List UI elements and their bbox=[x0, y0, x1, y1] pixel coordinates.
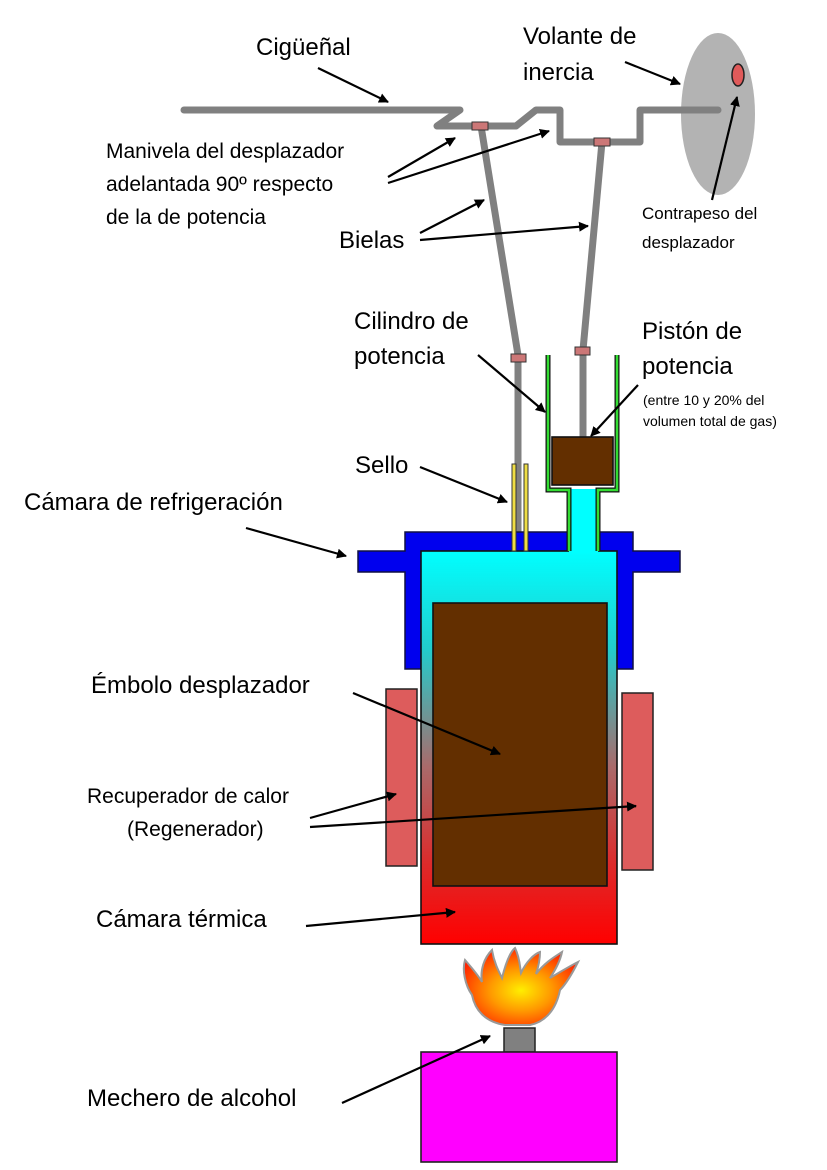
seal-left bbox=[511, 463, 517, 552]
arrow-seal bbox=[419, 465, 508, 504]
arrow-crank-2 bbox=[387, 129, 550, 185]
arrow-rods-2 bbox=[419, 221, 589, 242]
arrow-flywheel bbox=[624, 60, 681, 86]
label-crank-line3: de la de potencia bbox=[106, 206, 266, 229]
arrow-regenerator-1 bbox=[309, 791, 397, 820]
arrow-hot-chamber bbox=[305, 907, 456, 928]
bearing bbox=[593, 137, 611, 147]
label-counterweight-line2: desplazador bbox=[642, 233, 735, 252]
label-power-piston-line1: Pistón de bbox=[642, 318, 742, 345]
label-seal: Sello bbox=[355, 452, 408, 479]
label-flywheel-line2: inercia bbox=[523, 59, 594, 86]
label-flywheel-line1: Volante de bbox=[523, 23, 636, 50]
arrow-regenerator-2 bbox=[309, 801, 637, 829]
label-power-piston-note1: (entre 10 y 20% del bbox=[643, 392, 764, 408]
arrow-rods-1 bbox=[419, 199, 485, 234]
alcohol-burner bbox=[420, 1051, 618, 1163]
power-piston bbox=[551, 436, 614, 486]
label-regenerator-line2: (Regenerador) bbox=[127, 818, 264, 841]
arrow-burner bbox=[341, 1034, 491, 1105]
bearing bbox=[574, 346, 591, 356]
label-crank-line1: Manivela del desplazador bbox=[106, 140, 344, 163]
label-regenerator-line1: Recuperador de calor bbox=[87, 785, 289, 808]
label-power-cylinder-line1: Cilindro de bbox=[354, 308, 469, 335]
label-crankshaft: Cigüeñal bbox=[256, 34, 351, 61]
gas-transfer-channel bbox=[569, 489, 598, 553]
bearing bbox=[471, 121, 489, 131]
crankshaft bbox=[180, 106, 722, 146]
counterweight bbox=[731, 63, 745, 87]
label-burner: Mechero de alcohol bbox=[87, 1085, 296, 1112]
regenerator-left bbox=[385, 688, 418, 867]
regenerator-right bbox=[621, 692, 654, 871]
label-rods: Bielas bbox=[339, 227, 404, 254]
wick bbox=[503, 1027, 536, 1053]
label-hot-chamber: Cámara térmica bbox=[96, 906, 267, 933]
bearing bbox=[510, 353, 527, 363]
label-cooling-chamber: Cámara de refrigeración bbox=[24, 489, 283, 516]
displacer-piston bbox=[432, 602, 608, 887]
label-power-cylinder-line2: potencia bbox=[354, 343, 445, 370]
arrow-crank-1 bbox=[387, 137, 456, 178]
arrow-power-piston bbox=[590, 384, 639, 437]
connecting-rod-power bbox=[579, 138, 606, 444]
seal-right bbox=[523, 463, 529, 552]
label-power-piston-note2: volumen total de gas) bbox=[643, 413, 777, 429]
label-displacer: Émbolo desplazador bbox=[91, 672, 310, 699]
label-power-piston-line2: potencia bbox=[642, 353, 733, 380]
flame bbox=[462, 946, 581, 1026]
arrow-displacer bbox=[352, 691, 501, 756]
arrow-counterweight bbox=[710, 96, 740, 201]
arrow-crankshaft bbox=[317, 67, 389, 103]
arrow-cooling-chamber bbox=[245, 526, 347, 559]
power-cylinder-wall-inner bbox=[546, 355, 619, 551]
label-counterweight-line1: Contrapeso del bbox=[642, 204, 757, 223]
arrow-power-cylinder bbox=[477, 354, 546, 413]
label-crank-line2: adelantada 90º respecto bbox=[106, 173, 333, 196]
